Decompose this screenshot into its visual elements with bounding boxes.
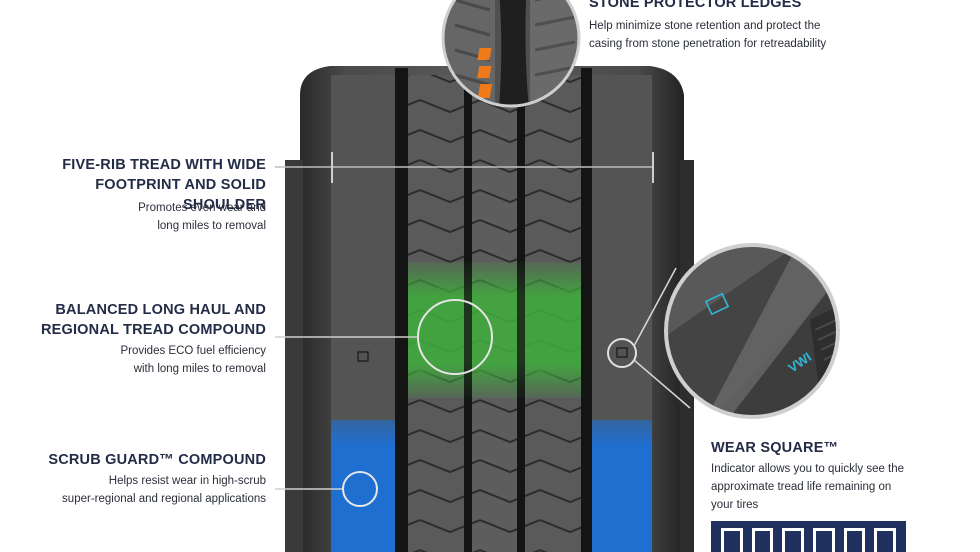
wear-digit — [874, 528, 897, 552]
wear-square-description: Indicator allows you to quickly see the … — [711, 460, 941, 514]
wear-digit — [813, 528, 835, 552]
stone-protector-title: STONE PROTECTOR LEDGES — [589, 0, 802, 11]
tread-compound-zone — [408, 262, 581, 398]
scrub-guard-desc-line-1: Helps resist wear in high-scrub — [108, 475, 266, 487]
balanced-desc-line-2: with long miles to removal — [133, 363, 266, 375]
scrub-guard-zone-right — [592, 420, 652, 552]
five-rib-title-line-1: FIVE-RIB TREAD WITH WIDE — [62, 157, 266, 173]
wear-square-magnifier: VWI — [664, 243, 840, 419]
five-rib-title: FIVE-RIB TREAD WITH WIDE FOOTPRINT AND S… — [20, 155, 266, 215]
balanced-title-line-1: BALANCED LONG HAUL AND — [55, 302, 266, 318]
five-rib-desc-line-2: long miles to removal — [157, 220, 266, 232]
wear-square-desc-line-2: approximate tread life remaining on — [711, 481, 892, 493]
wear-digit — [751, 528, 774, 552]
wear-indicator-digits — [711, 521, 906, 552]
wear-square-desc-line-3: your tires — [711, 499, 759, 511]
five-rib-desc-line-1: Promotes even wear and — [138, 202, 266, 214]
wear-digit — [843, 528, 866, 552]
five-rib-description: Promotes even wear and long miles to rem… — [40, 199, 266, 235]
wear-square-desc-line-1: Indicator allows you to quickly see the — [711, 463, 905, 475]
balanced-title-line-2: REGIONAL TREAD COMPOUND — [40, 322, 266, 338]
wear-digit — [782, 528, 805, 552]
balanced-compound-description: Provides ECO fuel efficiency with long m… — [40, 342, 266, 378]
balanced-desc-line-1: Provides ECO fuel efficiency — [120, 345, 266, 357]
wear-square-title: WEAR SQUARE™ — [711, 440, 839, 456]
wear-digit — [721, 528, 743, 552]
five-rib-title-line-2: FOOTPRINT AND SOLID SHOULDER — [95, 177, 266, 213]
stone-protector-desc-line-1: Help minimize stone retention and protec… — [589, 20, 821, 32]
scrub-guard-desc-line-2: super-regional and regional applications — [62, 493, 266, 505]
scrub-guard-zone-left — [331, 420, 395, 552]
stone-protector-desc-line-2: casing from stone penetration for retrea… — [589, 38, 827, 50]
scrub-guard-title: SCRUB GUARD™ COMPOUND — [48, 452, 266, 468]
stone-protector-description: Help minimize stone retention and protec… — [589, 17, 969, 53]
balanced-compound-title: BALANCED LONG HAUL AND REGIONAL TREAD CO… — [20, 300, 266, 340]
scrub-guard-description: Helps resist wear in high-scrub super-re… — [30, 472, 266, 508]
